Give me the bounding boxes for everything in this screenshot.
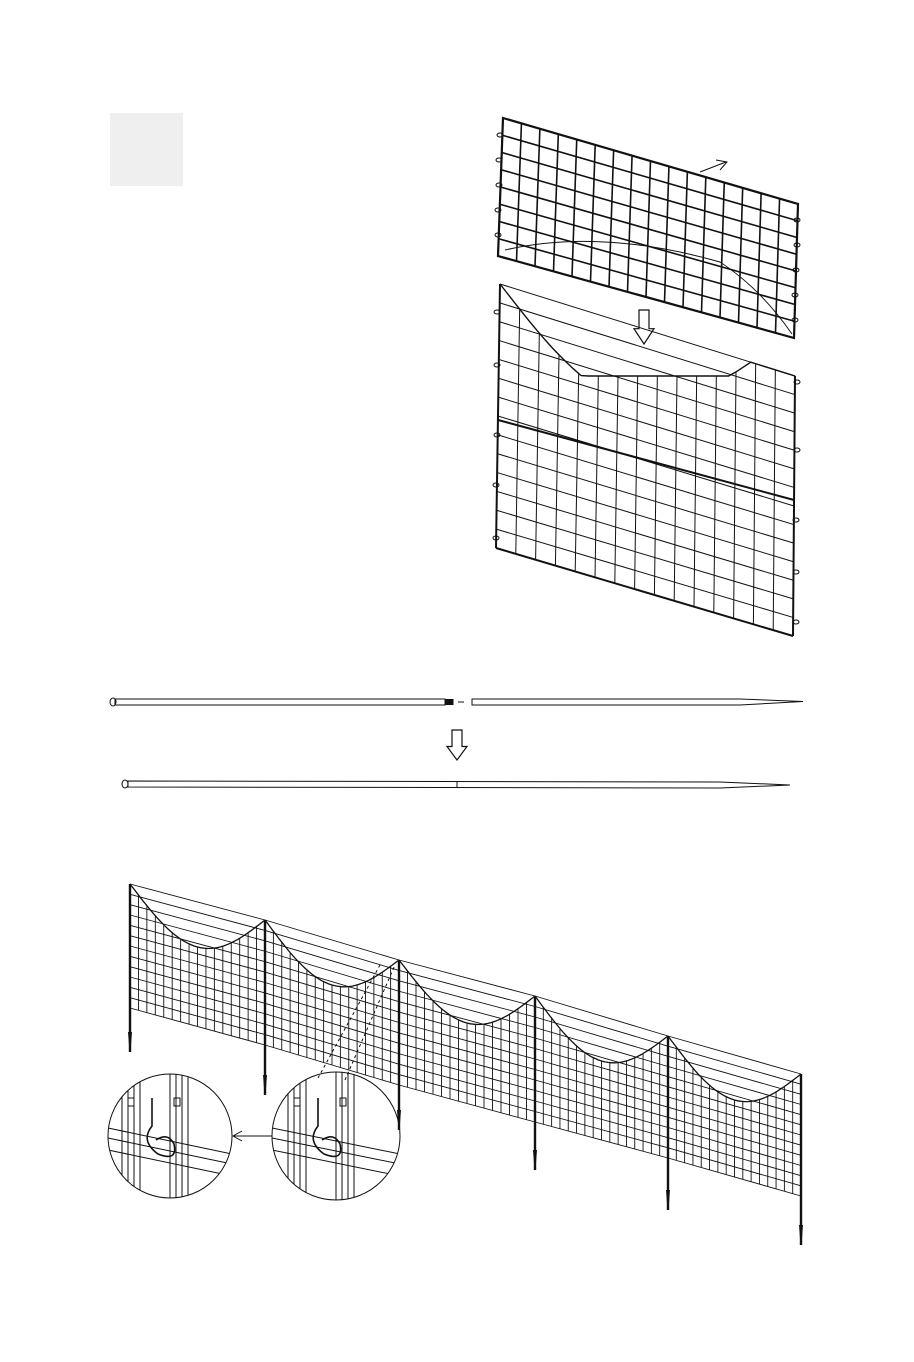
fence-assembly-illustration: [129, 884, 803, 1245]
detail-wires: [108, 1074, 232, 1198]
wire-horizontal: [497, 473, 793, 562]
wire-horizontal: [130, 915, 265, 951]
wire-horizontal: [265, 930, 399, 970]
wire-horizontal: [130, 884, 265, 920]
unfolded-panel: [493, 284, 800, 636]
wire-vertical: [654, 376, 657, 595]
post-cap: [122, 780, 128, 788]
wire-horizontal: [500, 303, 795, 395]
wire-horizontal: [496, 529, 793, 617]
post-upper: [115, 699, 445, 705]
wire-vertical: [714, 376, 717, 613]
wire-vertical: [615, 376, 618, 583]
clip-hook: [174, 1098, 180, 1106]
clip-hook: [294, 1098, 300, 1106]
wire-horizontal: [535, 1007, 668, 1047]
wire-horizontal: [499, 341, 794, 432]
wire-horizontal: [502, 135, 797, 221]
clip-loop: [147, 1098, 174, 1156]
wire-horizontal: [265, 920, 399, 960]
wire-horizontal: [499, 322, 794, 413]
wire-horizontal: [501, 187, 797, 271]
panel-top-curve: [265, 920, 399, 987]
wire-vertical: [595, 376, 598, 577]
panel-edge: [793, 376, 795, 636]
wire-horizontal: [499, 222, 795, 305]
wire-vertical: [635, 376, 638, 589]
post-lower-spike: [472, 699, 803, 705]
detail-circle-before: [272, 1072, 400, 1200]
wire-horizontal: [668, 1036, 801, 1074]
panel-top-curve: [535, 996, 668, 1063]
detail-circle-after: [108, 1074, 232, 1198]
wire-horizontal: [498, 435, 794, 525]
wire-vertical: [555, 355, 559, 566]
detail-wires: [272, 1072, 400, 1200]
wire-vertical: [575, 374, 578, 572]
wire-horizontal: [499, 239, 795, 322]
wire-horizontal: [501, 170, 796, 255]
clip-loop: [313, 1098, 340, 1156]
wire-horizontal: [498, 397, 794, 487]
wire-horizontal: [668, 1046, 801, 1084]
clip-hook: [128, 1098, 134, 1106]
wire-horizontal: [535, 996, 668, 1036]
wire-vertical: [694, 376, 697, 607]
arrow-down-icon: [447, 730, 467, 760]
wire-horizontal: [502, 153, 797, 238]
post-join-illustration: [110, 698, 803, 788]
wire-horizontal: [668, 1067, 801, 1105]
wire-horizontal: [497, 491, 794, 580]
clip-hook: [340, 1098, 346, 1106]
wire-horizontal: [499, 378, 795, 469]
panel-edge: [496, 548, 793, 636]
panel-top-curve: [130, 884, 265, 949]
post-joined: [128, 781, 790, 788]
wire-horizontal: [399, 970, 535, 1006]
panel-top-curve: [399, 960, 535, 1025]
wire-horizontal: [497, 454, 793, 543]
wire-horizontal: [399, 960, 535, 996]
panel-top-curve: [668, 1036, 801, 1102]
folded-panel: [495, 118, 800, 338]
wire-horizontal: [497, 510, 794, 599]
fold-line: [498, 420, 794, 500]
post-connector: [445, 700, 453, 705]
wire-horizontal: [130, 894, 265, 930]
wire-horizontal: [399, 991, 535, 1027]
wire-horizontal: [499, 359, 795, 450]
